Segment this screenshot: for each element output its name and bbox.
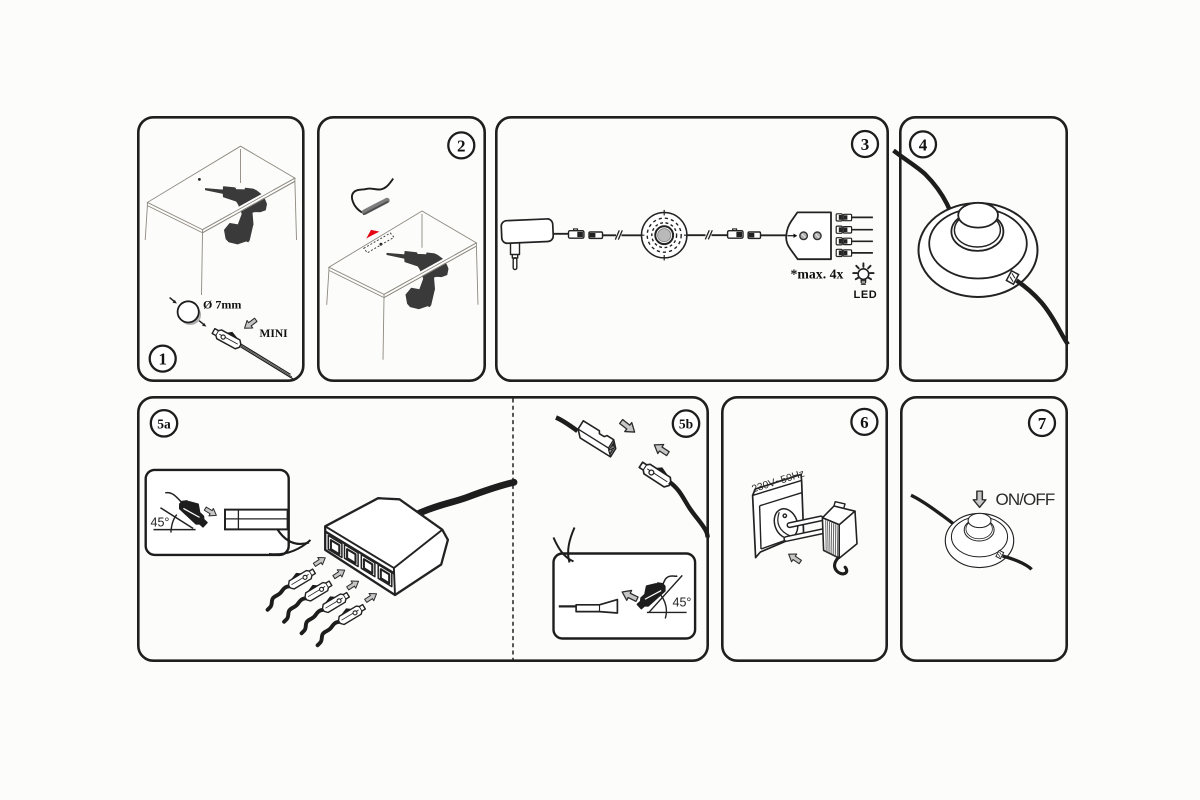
svg-text:*max. 4x: *max. 4x	[791, 267, 844, 282]
svg-text:ON/OFF: ON/OFF	[996, 490, 1055, 509]
svg-text:LED: LED	[854, 289, 878, 301]
svg-text:5b: 5b	[679, 417, 693, 432]
svg-text:4: 4	[919, 135, 928, 154]
svg-text:6: 6	[860, 413, 869, 432]
svg-text:45°: 45°	[151, 516, 170, 530]
svg-text:7: 7	[1038, 414, 1047, 433]
svg-text:1: 1	[158, 350, 167, 369]
svg-text:5a: 5a	[157, 416, 171, 431]
svg-text:Ø 7mm: Ø 7mm	[203, 297, 241, 311]
svg-text:MINI: MINI	[260, 328, 289, 340]
svg-text:45°: 45°	[673, 596, 692, 610]
svg-text:2: 2	[457, 136, 466, 155]
svg-text:3: 3	[861, 135, 870, 154]
